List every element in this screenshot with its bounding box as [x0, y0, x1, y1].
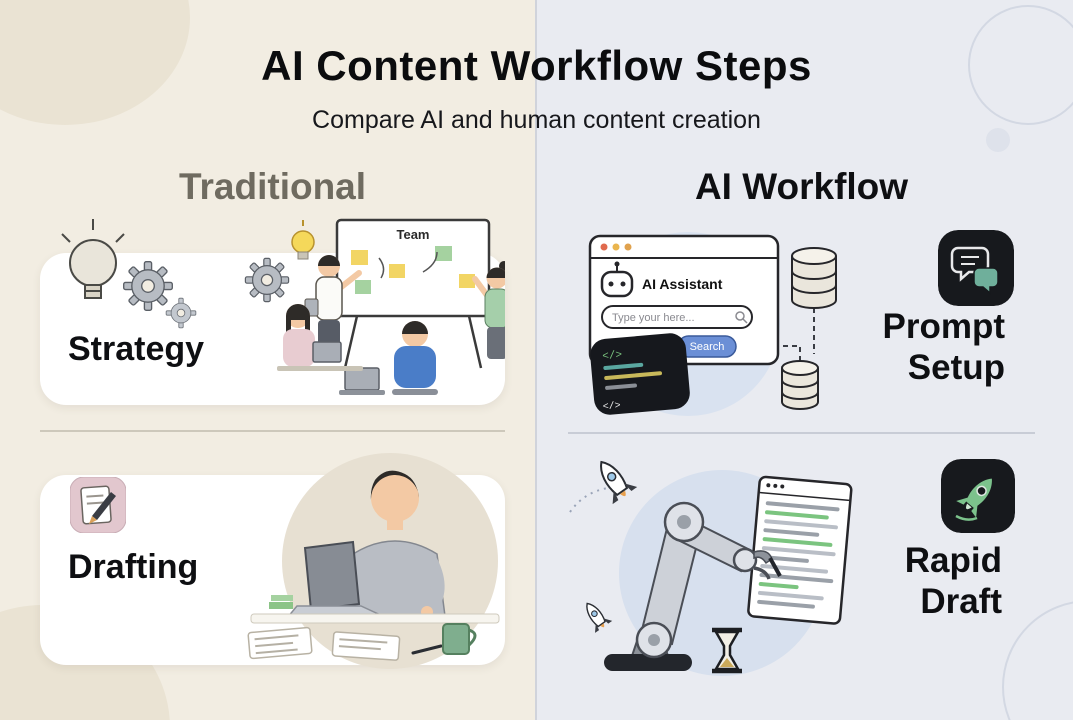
lightbulb-icon	[61, 219, 125, 299]
gear-icon-small	[165, 297, 197, 329]
person-pointing	[472, 261, 505, 359]
drafting-step-label: Drafting	[68, 548, 199, 586]
rocket-icon-small-2	[586, 602, 613, 633]
whiteboard: Team	[335, 218, 491, 369]
rocket-icon-small-1	[600, 460, 638, 505]
page-title: AI Content Workflow Steps	[261, 42, 812, 89]
rapid-draft-line2: Draft	[920, 582, 1002, 621]
chat-bubbles-icon	[950, 246, 999, 295]
rapid-draft-badge	[941, 459, 1015, 533]
whiteboard-label: Team	[397, 227, 430, 242]
assistant-search-button: Search	[677, 335, 737, 358]
prompt-setup-label: Prompt Setup	[815, 306, 1006, 388]
sticky-note	[351, 250, 368, 265]
assistant-title: AI Assistant	[642, 276, 723, 292]
gear-icon	[123, 261, 173, 311]
pen	[768, 557, 782, 577]
desk	[250, 613, 500, 624]
prompt-setup-line1: Prompt	[882, 307, 1006, 346]
magnifier-icon	[735, 311, 745, 321]
search-button-label: Search	[690, 341, 725, 353]
sticky-notes-stack	[269, 595, 293, 609]
window-dot	[612, 243, 620, 251]
database-icon-top	[791, 247, 837, 309]
ai-document	[747, 475, 853, 625]
gear-icon-2	[244, 257, 290, 303]
pen	[411, 644, 443, 655]
right-column-divider	[568, 432, 1035, 434]
traditional-column-heading: Traditional	[178, 166, 367, 207]
strategy-illustration: Team	[61, 218, 505, 395]
rapid-draft-illustration	[569, 460, 853, 676]
rocket-icon	[956, 478, 992, 518]
coffee-cup	[442, 623, 477, 655]
rapid-draft-line1: Rapid	[904, 541, 1002, 580]
papers	[247, 626, 443, 661]
strategy-step-label: Strategy	[68, 330, 205, 368]
sticky-note	[435, 246, 452, 261]
code-glyph: </>	[602, 350, 623, 364]
code-window: </> </>	[590, 333, 690, 415]
note-pencil-icon	[70, 477, 126, 533]
database-icon-bottom	[781, 360, 819, 410]
ai-assistant-illustration: AI Assistant Type your here... Search </…	[588, 232, 837, 416]
assistant-input-placeholder: Type your here...	[612, 312, 695, 324]
decorative-dot-top-right	[986, 128, 1010, 152]
robot-icon	[600, 261, 634, 298]
rapid-draft-label: Rapid Draft	[815, 540, 1002, 622]
window-dot	[600, 243, 608, 251]
motion-trail	[569, 487, 609, 513]
assistant-search-input: Type your here...	[601, 305, 753, 329]
person-seated-pink	[277, 304, 363, 371]
sticky-note	[459, 274, 475, 288]
hourglass-icon	[712, 627, 742, 674]
sticky-note	[355, 280, 371, 294]
drafting-illustration	[247, 453, 500, 669]
person-seated-blue	[392, 321, 438, 395]
decorative-ring-top-right	[968, 5, 1073, 125]
sticky-note	[389, 264, 405, 278]
ai-workflow-column-heading: AI Workflow	[694, 166, 909, 207]
prompt-setup-badge	[938, 230, 1014, 306]
center-divider	[535, 0, 537, 720]
prompt-setup-line2: Setup	[907, 348, 1005, 387]
yellow-lightbulb-icon	[291, 220, 315, 260]
left-column-divider	[40, 430, 505, 432]
robot-arm	[604, 501, 782, 671]
page-subtitle: Compare AI and human content creation	[312, 106, 761, 134]
table-laptop	[339, 367, 385, 395]
window-dot	[624, 243, 632, 251]
rocket-trail	[955, 514, 978, 521]
code-glyph: </>	[602, 400, 621, 414]
